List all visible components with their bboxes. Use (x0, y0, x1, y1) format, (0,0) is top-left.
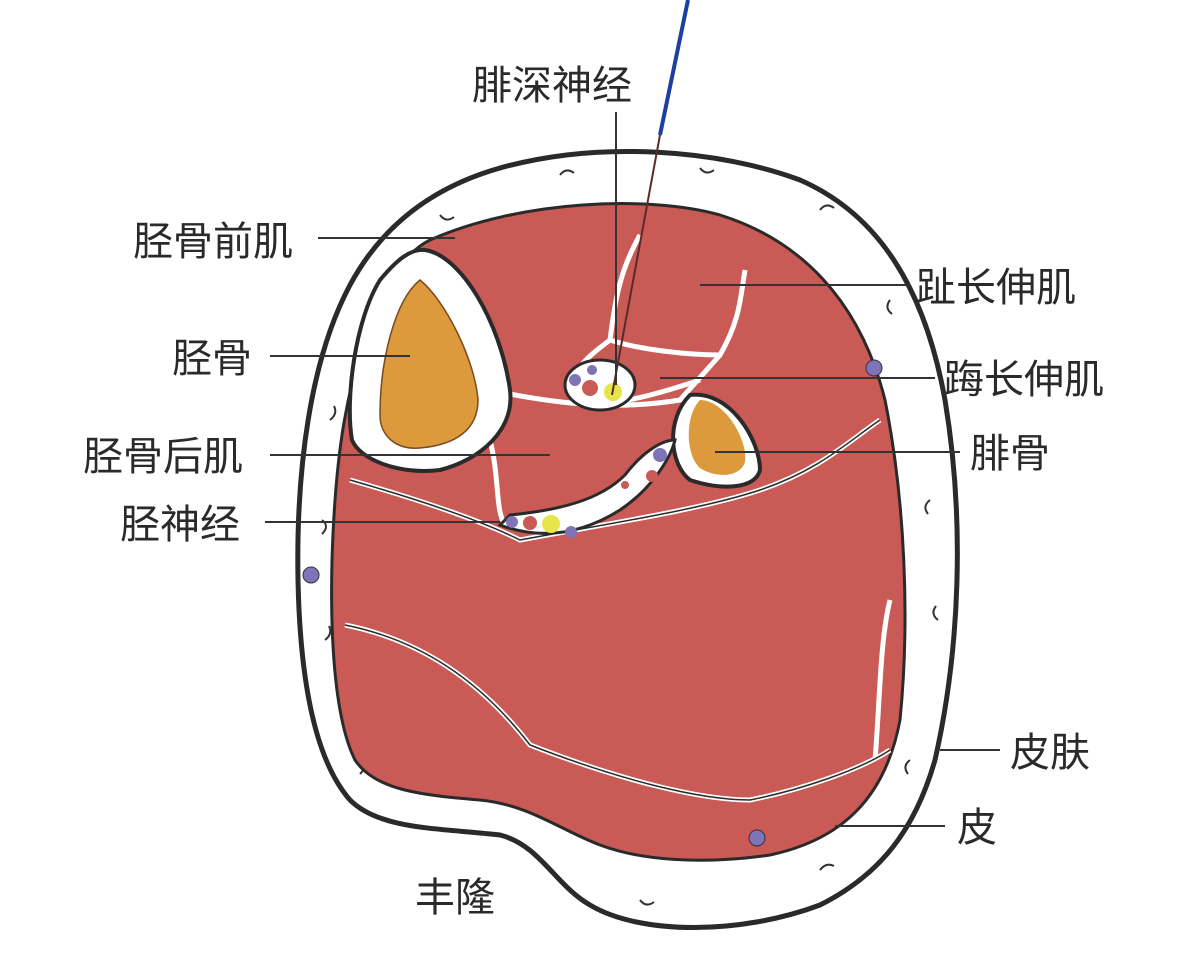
superficial-vein (748, 829, 766, 847)
needle-shaft-inserted (611, 134, 661, 396)
tibial-nerve-mark (542, 515, 560, 533)
tibial-neurovascular-bundle (497, 438, 677, 538)
leader-lines (265, 112, 1000, 827)
superficial-vein (302, 566, 320, 584)
label-subcutaneous: 皮 (957, 805, 997, 851)
label-tibialis-posterior: 胫骨后肌 (83, 434, 243, 480)
label-extensor-hallucis-longus: 踇长伸肌 (944, 357, 1104, 403)
superficial-vein (865, 359, 883, 377)
label-fenglong-point: 丰隆 (415, 875, 495, 921)
label-tibia: 胫骨 (172, 336, 252, 382)
acupuncture-needle (658, 0, 690, 136)
label-fibula: 腓骨 (970, 431, 1050, 477)
fibula-bone-marrow (688, 400, 746, 475)
label-extensor-digitorum-longus: 趾长伸肌 (916, 265, 1076, 311)
label-tibialis-anterior: 胫骨前肌 (133, 219, 293, 265)
label-tibial-nerve: 胫神经 (120, 502, 240, 548)
tibia-bone-marrow (379, 279, 479, 449)
label-skin: 皮肤 (1010, 730, 1090, 776)
anterior-neurovascular-bundle (563, 358, 637, 412)
label-deep-peroneal-nerve: 腓深神经 (472, 63, 632, 109)
